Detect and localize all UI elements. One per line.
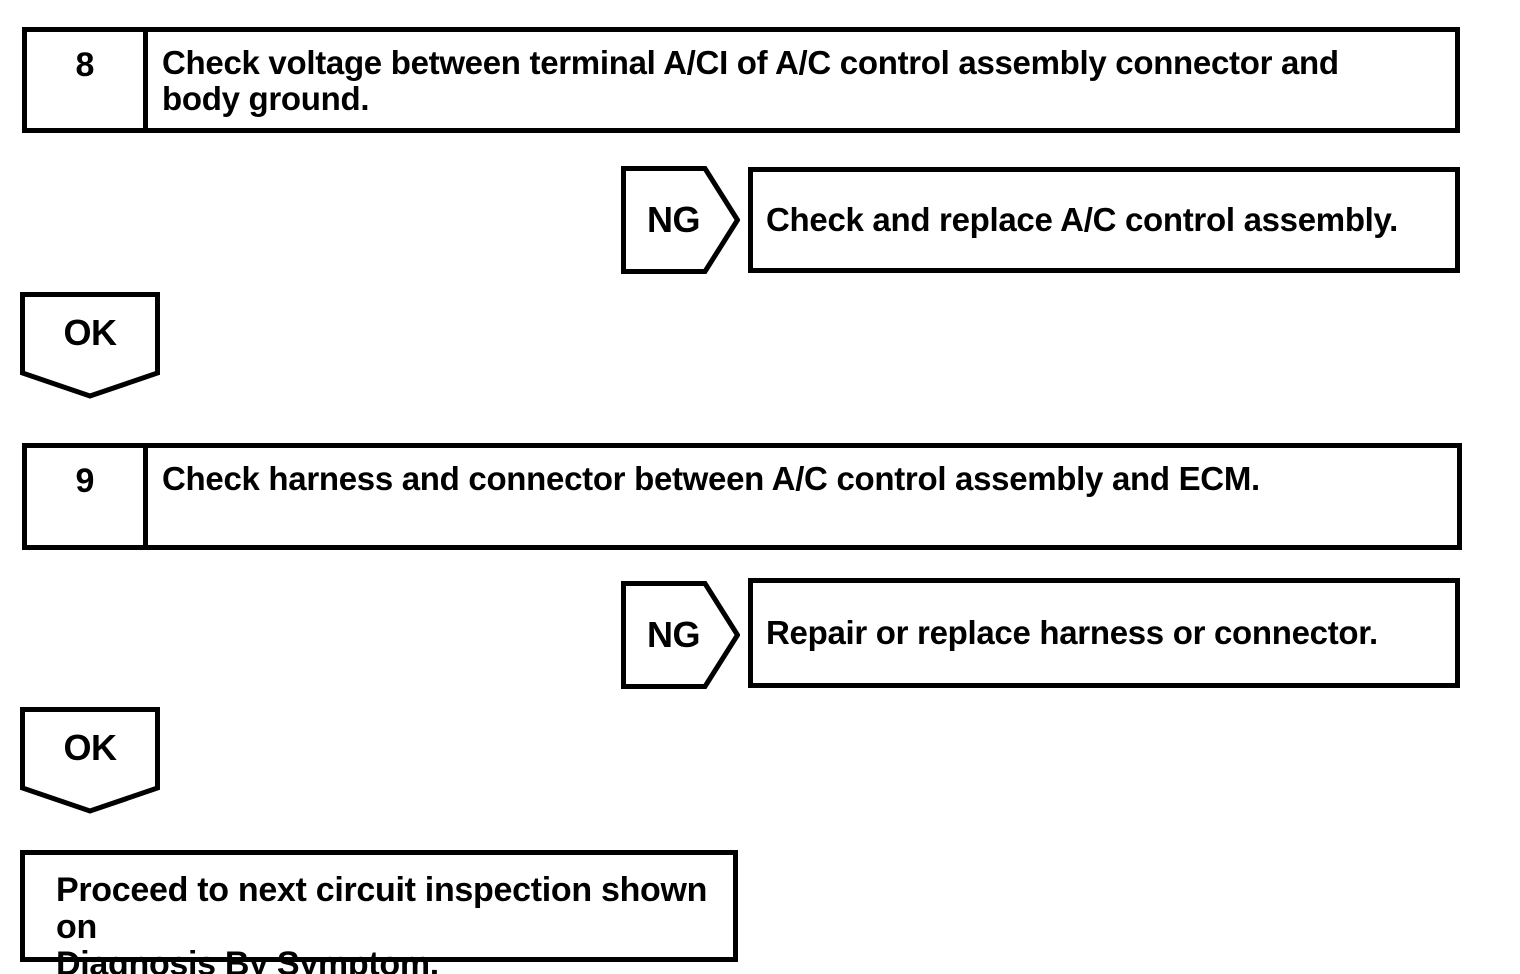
final-action-line: Proceed to next circuit inspection shown… <box>56 871 708 946</box>
ng-action-text: Check and replace A/C control assembly. <box>766 201 1399 238</box>
ng-connector-label: NG <box>647 199 701 240</box>
ok-connector-step-8: OK <box>20 292 160 399</box>
instruction-line: Check harness and connector between A/C … <box>162 460 1260 497</box>
ng-connector-step-8: NG <box>621 166 740 274</box>
ng-arrow-icon <box>621 166 740 274</box>
ok-connector-label: OK <box>63 312 118 353</box>
step-8-box: 8 Check voltage between terminal A/CI of… <box>22 27 1460 133</box>
instruction-line: body ground. <box>162 80 370 117</box>
step-9-box: 9 Check harness and connector between A/… <box>22 443 1462 550</box>
step-9-number: 9 <box>27 448 148 545</box>
ok-arrow-icon <box>20 707 160 814</box>
ng-result-box-step-8: Check and replace A/C control assembly. <box>748 167 1460 273</box>
ok-connector-label: OK <box>63 727 118 768</box>
ok-connector-step-9: OK <box>20 707 160 814</box>
step-8-number: 8 <box>27 32 148 128</box>
ng-result-box-step-9: Repair or replace harness or connector. <box>748 578 1460 688</box>
ng-connector-step-9: NG <box>621 581 740 689</box>
ng-arrow-icon <box>621 581 740 689</box>
final-action-box: Proceed to next circuit inspection shown… <box>20 850 738 974</box>
ng-connector-label: NG <box>647 614 701 655</box>
step-8-instruction: Check voltage between terminal A/CI of A… <box>148 32 1455 128</box>
ok-arrow-icon <box>20 292 160 399</box>
final-action-line: Diagnosis By Symptom. <box>56 945 439 974</box>
instruction-line: Check voltage between terminal A/CI of A… <box>162 44 1339 81</box>
ng-action-text: Repair or replace harness or connector. <box>766 614 1378 651</box>
step-9-instruction: Check harness and connector between A/C … <box>148 448 1457 545</box>
